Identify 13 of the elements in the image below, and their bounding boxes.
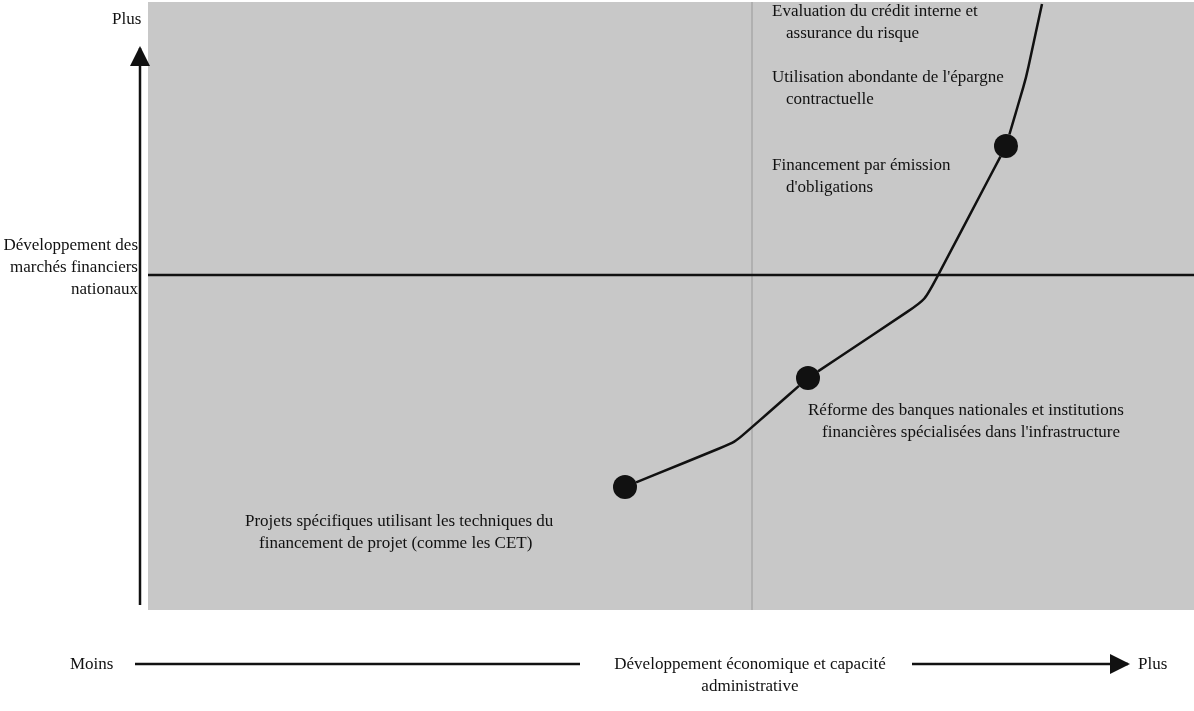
axis-label: Plus bbox=[112, 8, 143, 30]
curve-line bbox=[635, 384, 800, 484]
annotation-text: Financement par émission d'obligations bbox=[772, 154, 952, 198]
annotation-text: Réforme des banques nationales et institutions financières spécialisées dans l'infrastructure bbox=[808, 399, 1125, 443]
axis-label: Développement des marchés financiers nationaux bbox=[2, 234, 138, 300]
annotation-text: Utilisation abondante de l'épargne contractuelle bbox=[772, 66, 1005, 110]
curve-line bbox=[1008, 3, 1044, 135]
curve-line bbox=[817, 156, 1002, 373]
annotation-text: Evaluation du crédit interne et assurance du risque bbox=[772, 0, 979, 44]
axis-label: Développement économique et capacité administrative bbox=[613, 653, 887, 697]
axis-label: Plus bbox=[1138, 653, 1169, 675]
axis-label: Moins bbox=[70, 653, 115, 675]
annotation-text: Projets spécifiques utilisant les techniques du financement de projet (comme les CET) bbox=[245, 510, 555, 554]
